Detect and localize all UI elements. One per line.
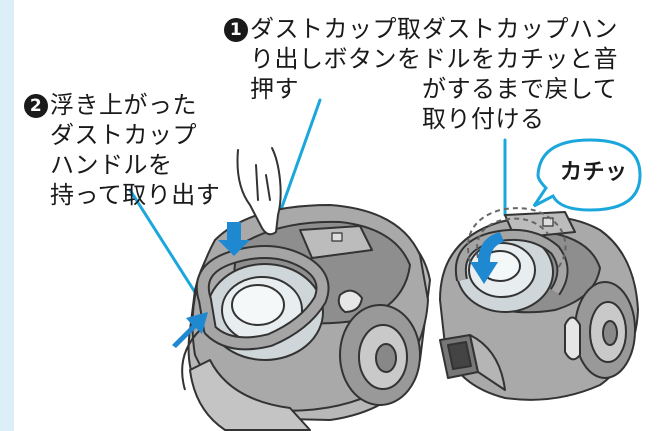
step2-text-line3: ハンドルを <box>50 151 173 179</box>
step2-text-line4: 持って取り出す <box>50 181 221 209</box>
reattach-text-line1: ダストカップハン <box>422 15 618 43</box>
vacuum-right <box>439 211 639 401</box>
reattach-text-line2: ドルをカチッと音 <box>422 45 618 73</box>
handle-motion-dashed <box>467 207 567 269</box>
step1-text-line1: ダストカップ取 <box>250 15 422 43</box>
rotate-arrow <box>470 232 504 284</box>
reattach-text-line4: 取り付ける <box>422 105 545 133</box>
step1-text-line2: り出しボタンを <box>250 45 422 73</box>
step2-number-badge: 2 <box>24 94 48 118</box>
reattach-text-line3: がするまで戻して <box>422 75 618 103</box>
left-margin-bar <box>0 0 14 431</box>
press-arrow <box>218 222 250 256</box>
hand-pressing-button <box>236 147 282 236</box>
leader-line-step2 <box>128 188 207 310</box>
step1-text-line3: 押す <box>250 75 299 103</box>
step1-number-badge: 1 <box>224 18 248 42</box>
vacuum-left <box>181 204 431 431</box>
reattach-label: ダストカップハン ドルをカチッと音 がするまで戻して 取り付ける <box>422 14 618 134</box>
sound-bubble <box>532 138 642 212</box>
step2-text-line1: 浮き上がった <box>50 91 197 119</box>
lift-arrow <box>172 312 208 348</box>
sound-bubble-text: カチッ <box>560 160 628 185</box>
step2-text-line2: ダストカップ <box>50 121 197 149</box>
